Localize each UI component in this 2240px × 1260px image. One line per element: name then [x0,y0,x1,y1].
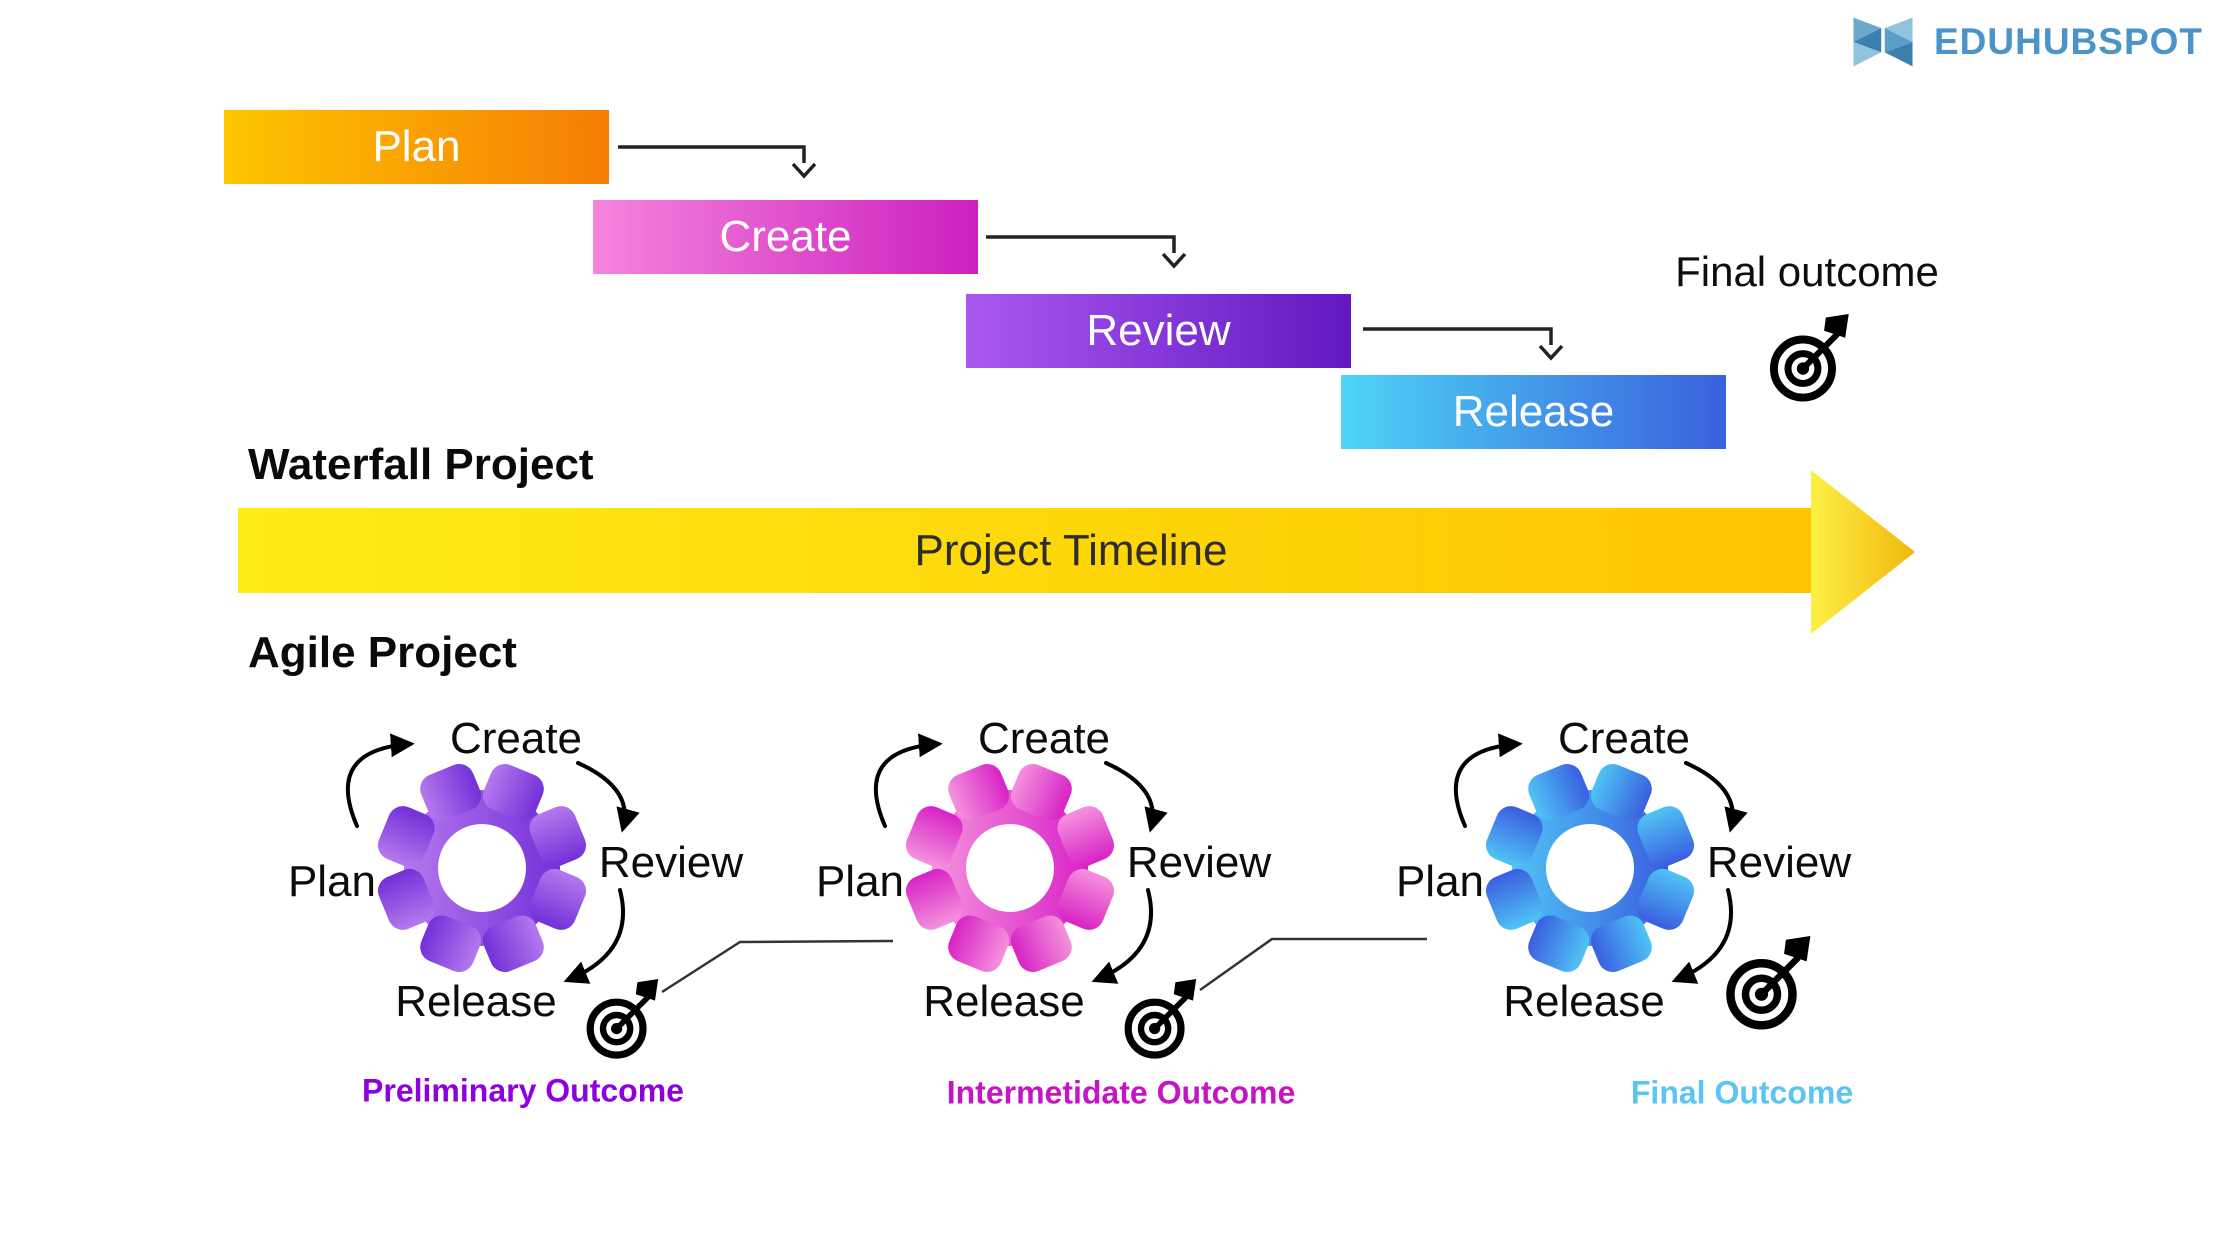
curved-arrow-plan-create [1453,733,1523,828]
waterfall-stage-create: Create [593,200,978,274]
cycle1-outcome-label: Preliminary Outcome [362,1072,684,1109]
gear-icon [377,763,587,973]
elbow-arrow-down-icon [1363,327,1564,361]
gear-hole [1546,824,1634,912]
cycle2-outcome-label: Intermetidate Outcome [946,1074,1296,1111]
cycle2-plan-label: Plan [815,857,905,906]
waterfall-stage-review: Review [966,294,1351,368]
project-timeline-label: Project Timeline [914,526,1228,575]
gear-hole [438,824,526,912]
curved-arrow-create-review [1684,761,1748,833]
right-arrowhead-icon [1811,470,1915,634]
cycle1-create-label: Create [449,714,583,763]
cycle2-create-label: Create [977,714,1111,763]
bullseye-target-icon [1766,314,1854,402]
eduhubspot-logo-icon [1853,17,1913,67]
gear-icon [1485,763,1695,973]
stage-label: Review [1086,306,1231,355]
brand: EDUHUBSPOT [1850,14,2203,70]
curved-arrow-review-release [1091,888,1153,984]
project-timeline-arrow [238,508,1812,593]
waterfall-stage-plan: Plan [224,110,609,184]
cycle3-plan-label: Plan [1395,857,1485,906]
cycle3-create-label: Create [1557,714,1691,763]
cycle2-review-label: Review [1126,838,1272,887]
cycle1-plan-label: Plan [287,857,377,906]
elbow-arrow-down-icon [986,235,1187,269]
bullseye-target-icon [1121,979,1201,1059]
gear-hole [966,824,1054,912]
cycle3-outcome-label: Final Outcome [1630,1074,1854,1111]
gear-cycle-graphic [345,733,640,984]
waterfall-heading: Waterfall Project [248,440,594,489]
curved-arrow-plan-create [345,733,415,828]
cycle1-review-label: Review [598,838,744,887]
elbow-arrow-down-icon [618,145,817,179]
cycle1-release-label: Release [395,977,557,1026]
cycle3-release-label: Release [1503,977,1665,1026]
curved-arrow-plan-create [873,733,943,828]
bullseye-target-icon [583,979,663,1059]
final-outcome-label: Final outcome [1675,248,1939,295]
stage-label: Create [719,212,852,261]
gear-cycle-graphic [873,733,1168,984]
cycle2-release-label: Release [923,977,1085,1026]
curved-arrow-create-review [1104,761,1168,833]
cycle3-review-label: Review [1706,838,1852,887]
stage-label: Plan [372,122,461,171]
waterfall-stage-release: Release [1341,375,1726,449]
brand-name: EDUHUBSPOT [1934,21,2204,62]
stage-label: Release [1452,387,1615,436]
curved-arrow-review-release [1671,888,1733,984]
gear-cycle-graphic [1453,733,1748,984]
curved-arrow-review-release [563,888,625,984]
agile-heading: Agile Project [248,628,517,677]
bullseye-target-icon [1722,936,1816,1030]
curved-arrow-create-review [576,761,640,833]
